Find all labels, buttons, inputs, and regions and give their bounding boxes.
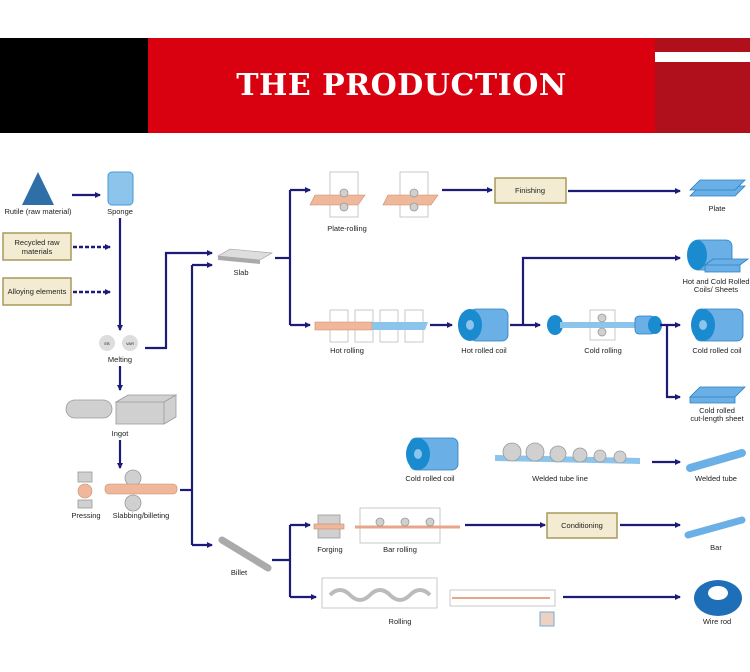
cold-rolled-coil-label: Cold rolled coil	[692, 346, 742, 355]
hot-cold-coils-label-2: Coils/ Sheets	[694, 285, 738, 294]
forging-label: Forging	[317, 545, 342, 554]
cut-sheet-label-2: cut-length sheet	[690, 414, 744, 423]
var-label: VAR	[126, 341, 134, 346]
cut-sheet-node: Cold rolled cut-length sheet	[689, 386, 746, 423]
slabbing-label: Slabbing/billeting	[113, 511, 170, 520]
welded-tube-line-node: Welded tube line	[495, 442, 640, 483]
cold-rolled-coil-2-label: Cold rolled coil	[405, 474, 455, 483]
rutile-node: Rutile (raw material)	[4, 172, 72, 216]
plate-node: Plate	[689, 179, 746, 213]
pressing-label: Pressing	[71, 511, 100, 520]
cold-rolling-node: Cold rolling	[547, 309, 662, 355]
sponge-node: Sponge	[107, 171, 134, 216]
billet-label: Billet	[231, 568, 248, 577]
sponge-icon	[107, 171, 134, 206]
plate-label: Plate	[708, 204, 725, 213]
ingot-node: Ingot	[65, 394, 178, 438]
alloying-box: Alloying elements	[2, 277, 72, 306]
rolling-node: Rolling	[321, 577, 556, 627]
slabbing-node: Slabbing/billeting	[104, 469, 178, 520]
bar-rolling-node: Bar rolling	[355, 507, 460, 554]
process-diagram: Rutile (raw material) Sponge Recycled ra…	[2, 171, 750, 627]
header-black-block	[0, 38, 148, 133]
ingot-round-icon	[65, 399, 113, 419]
header-red-banner	[148, 38, 655, 133]
rolling-label: Rolling	[389, 617, 412, 626]
recycled-label-1: Recycled raw	[14, 238, 60, 247]
cut-sheet-label-1: Cold rolled	[699, 406, 735, 415]
finishing-label: Finishing	[515, 186, 545, 195]
rutile-label: Rutile (raw material)	[4, 207, 72, 216]
ingot-label: Ingot	[112, 429, 130, 438]
var-furnace-icon	[122, 335, 138, 351]
eb-furnace-icon	[99, 335, 115, 351]
ingot-block-icon	[114, 394, 178, 425]
slabbing-workpiece-icon	[104, 483, 178, 495]
conditioning-label: Conditioning	[561, 521, 603, 530]
welded-tube-label: Welded tube	[695, 474, 737, 483]
hot-cold-coils-label-1: Hot and Cold Rolled	[682, 277, 749, 286]
hot-rolling-label: Hot rolling	[330, 346, 364, 355]
hot-cold-coils-node: Hot and Cold Rolled Coils/ Sheets	[682, 239, 750, 294]
hot-rolled-coil-node: Hot rolled coil	[458, 308, 509, 355]
rutile-pile-icon	[22, 172, 54, 205]
finishing-box: Finishing	[494, 177, 567, 204]
sponge-label: Sponge	[107, 207, 133, 216]
cold-rolled-coil-node: Cold rolled coil	[691, 308, 744, 355]
page-title: THE PRODUCTION PROCESS	[236, 68, 567, 198]
bar-label: Bar	[710, 543, 722, 552]
eb-label: EB	[104, 341, 110, 346]
arrow-melting-slab	[145, 250, 213, 350]
pressing-node: Pressing	[71, 471, 101, 520]
plate-rolling-node: Plate-rolling	[309, 171, 439, 233]
cold-rolling-label: Cold rolling	[584, 346, 622, 355]
melting-label: Melting	[108, 355, 132, 364]
bar-node: Bar	[684, 516, 746, 552]
alloying-label: Alloying elements	[8, 287, 67, 296]
slab-label: Slab	[233, 268, 248, 277]
hot-rolled-coil-label: Hot rolled coil	[461, 346, 507, 355]
hot-rolling-node: Hot rolling	[314, 309, 428, 355]
welded-tube-node: Welded tube	[686, 449, 746, 483]
forging-node: Forging	[313, 514, 345, 554]
recycled-box: Recycled raw materials	[2, 232, 72, 261]
arrow-to-hot-cold-coils	[521, 255, 681, 325]
bar-rolling-label: Bar rolling	[383, 545, 417, 554]
melting-node: EB VAR Melting	[99, 335, 138, 364]
plate-rolling-label: Plate-rolling	[327, 224, 367, 233]
wire-rod-node: Wire rod	[694, 580, 742, 626]
header-stripe	[655, 52, 750, 62]
arrow-to-cut-sheet	[665, 325, 681, 400]
pressing-billet-icon	[77, 483, 93, 499]
welded-tube-line-label: Welded tube line	[532, 474, 588, 483]
recycled-label-2: materials	[22, 247, 53, 256]
slab-node: Slab	[217, 248, 273, 277]
cold-rolled-coil-2-node: Cold rolled coil	[405, 437, 459, 483]
wire-rod-label: Wire rod	[703, 617, 731, 626]
conditioning-box: Conditioning	[546, 512, 618, 539]
billet-node: Billet	[218, 536, 272, 577]
